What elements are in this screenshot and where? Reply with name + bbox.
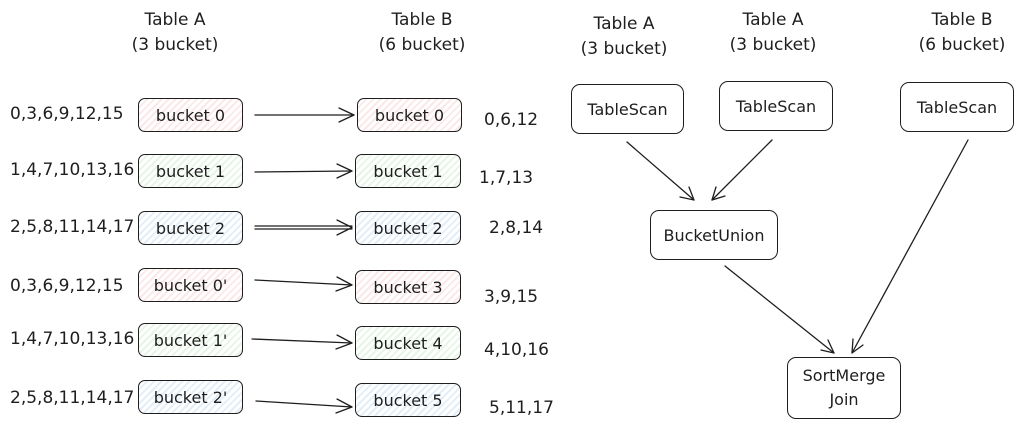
table-b-bucket-1: bucket 1 [355,154,461,188]
sortmerge-join-label-2: Join [829,390,859,409]
plan-header-table-b: Table B (6 bucket) [892,8,1023,58]
arrow-bucket-3 [254,276,353,292]
table-b-bucket-2: bucket 2 [355,211,461,245]
a-values-1: 1,4,7,10,13,16 [10,160,135,180]
table-a-bucket-1-prime: bucket 1' [138,323,243,357]
sortmerge-join-node: SortMerge Join [787,357,901,419]
tablescan-node-a2: TableScan [719,81,833,131]
table-b-header: Table B (6 bucket) [352,8,492,58]
plan-header-title: Table A [593,14,655,34]
table-a-bucket-1: bucket 1 [138,154,243,188]
plan-header-subtitle: (6 bucket) [918,35,1006,55]
a-values-5: 2,5,8,11,14,17 [10,388,135,408]
a-values-0: 0,3,6,9,12,15 [10,104,124,124]
table-b-bucket-3: bucket 3 [355,270,461,304]
table-b-subtitle: (6 bucket) [378,35,466,55]
arrow-bucket-5 [255,398,353,414]
arrow-scan-a2-to-union [711,139,773,201]
plan-header-subtitle: (3 bucket) [580,39,668,59]
a-values-3: 0,3,6,9,12,15 [10,276,124,296]
table-a-bucket-2: bucket 2 [138,211,243,245]
b-values-0: 0,6,12 [484,110,539,130]
table-b-bucket-4: bucket 4 [355,326,461,360]
table-a-bucket-0-prime: bucket 0' [138,268,243,302]
table-a-bucket-2-prime: bucket 2' [138,380,243,414]
b-values-2: 2,8,14 [489,218,544,238]
b-values-4: 4,10,16 [484,340,549,360]
arrow-scan-a1-to-union [626,141,695,201]
arrow-bucket-2 [254,219,353,236]
tablescan-node-b: TableScan [900,82,1014,132]
b-values-5: 5,11,17 [489,398,554,418]
b-values-1: 1,7,13 [479,168,534,188]
table-b-title: Table B [391,10,453,30]
plan-header-title: Table B [931,10,993,30]
plan-header-subtitle: (3 bucket) [729,35,817,55]
table-a-header: Table A (3 bucket) [105,8,245,58]
arrow-bucket-1 [254,163,353,179]
arrow-scan-b-to-join [851,139,969,354]
arrow-bucket-4 [251,334,353,350]
table-b-bucket-5: bucket 5 [355,383,461,417]
plan-header-title: Table A [742,10,804,30]
tablescan-node-a1: TableScan [571,84,684,134]
arrow-bucket-0 [254,107,355,123]
bucketunion-node: BucketUnion [650,210,778,260]
a-values-4: 1,4,7,10,13,16 [10,329,135,349]
a-values-2: 2,5,8,11,14,17 [10,217,135,237]
sortmerge-join-label: SortMerge [802,366,886,385]
table-a-subtitle: (3 bucket) [131,35,219,55]
table-b-bucket-0: bucket 0 [357,98,462,132]
arrow-union-to-join [724,265,835,354]
table-a-bucket-0: bucket 0 [138,98,243,132]
plan-header-table-a-2: Table A (3 bucket) [703,8,843,58]
table-a-title: Table A [144,10,206,30]
plan-header-table-a-1: Table A (3 bucket) [554,12,694,62]
b-values-3: 3,9,15 [484,287,539,307]
